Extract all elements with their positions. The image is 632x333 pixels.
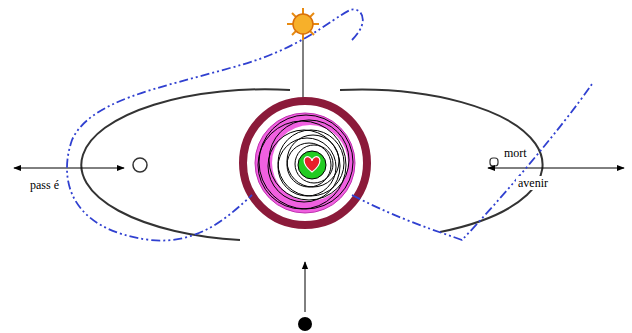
axis-label: avenir: [516, 176, 550, 190]
past-arrow: [14, 168, 124, 169]
past-marker: [133, 158, 147, 172]
life-path: [352, 84, 592, 240]
heart-symbol: [304, 157, 320, 172]
sun-symbol: [287, 8, 319, 40]
outer-ring: [243, 101, 367, 225]
axis-label: pass é: [28, 178, 61, 192]
scribble-circles: [258, 115, 353, 209]
sun-ray-line: [303, 40, 304, 98]
green-core: [298, 151, 326, 179]
future-arrow: [488, 168, 624, 169]
life-path: [67, 9, 363, 240]
death-marker: [490, 158, 498, 166]
black-dot: [298, 317, 312, 331]
up-arrow: [305, 262, 306, 312]
magenta-disc: [255, 113, 355, 213]
axis-label: mort: [502, 146, 529, 160]
